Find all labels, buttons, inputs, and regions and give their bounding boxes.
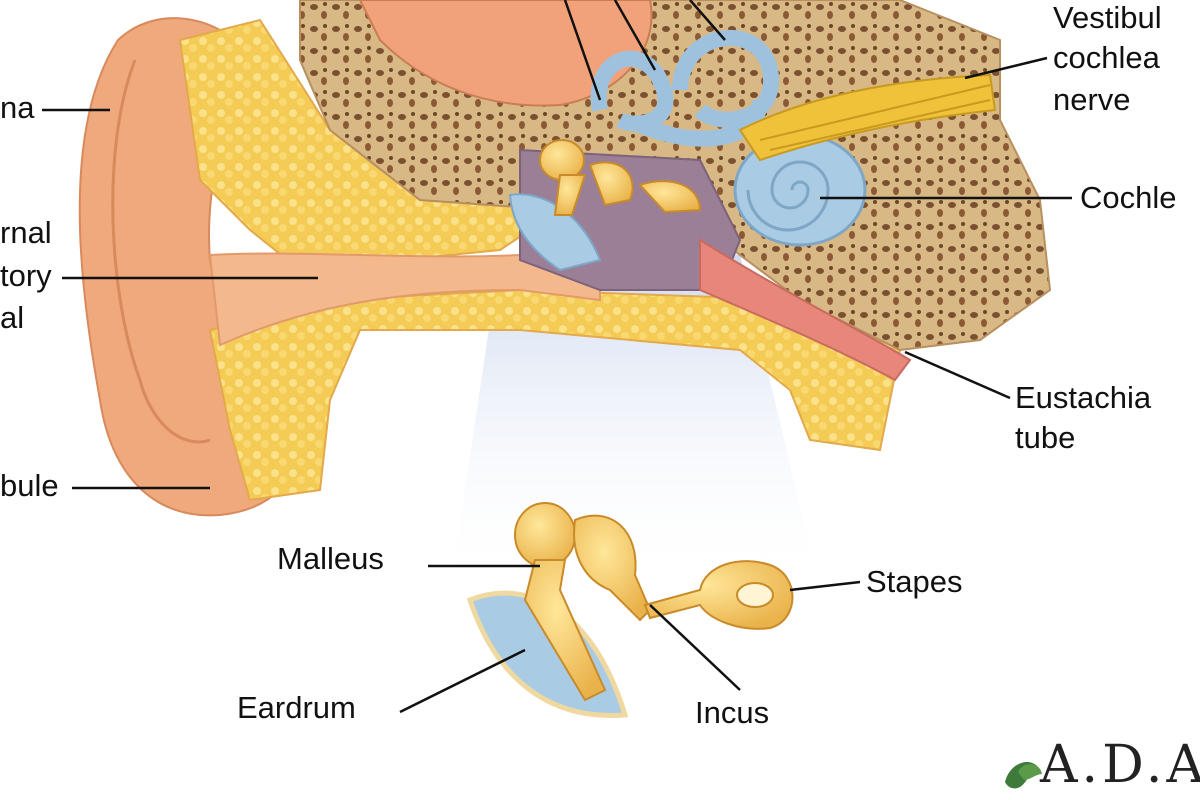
label-vestibulocochlear-nerve-line2: cochlea — [1053, 40, 1160, 75]
incus-bone — [573, 514, 652, 622]
brain-region — [358, 0, 653, 107]
label-vestibulocochlear-nerve-line1: Vestibul — [1053, 0, 1162, 35]
label-pinna: na — [0, 90, 35, 125]
ossicle-chain-enlarged — [466, 502, 794, 719]
external-auditory-canal — [208, 252, 601, 347]
label-vestibulocochlear-nerve-line3: nerve — [1053, 82, 1131, 117]
canal-wall-lower — [208, 288, 902, 502]
leaf-icon — [1005, 762, 1042, 789]
label-malleus: Malleus — [277, 541, 384, 576]
label-external-auditory-canal-line1: rnal — [0, 215, 52, 250]
label-eustachian-tube-line1: Eustachia — [1015, 380, 1152, 415]
malleus-head — [514, 502, 576, 568]
nerve-bundle — [738, 73, 997, 162]
malleus-handle — [523, 559, 607, 702]
stapes-bone — [643, 560, 794, 630]
eustachian-tube-shape — [699, 238, 912, 382]
label-eustachian-tube-line2: tube — [1015, 420, 1076, 455]
label-incus: Incus — [695, 695, 770, 730]
label-eardrum: Eardrum — [237, 690, 356, 725]
label-lobule: bule — [0, 468, 59, 503]
label-external-auditory-canal-line3: al — [0, 300, 25, 335]
label-cochlea: Cochle — [1080, 180, 1177, 215]
label-stapes: Stapes — [866, 564, 963, 599]
ada-logo-text: A.D.A — [1040, 735, 1200, 795]
semicircular-canals — [590, 30, 780, 147]
pinna-fold — [111, 59, 211, 444]
label-external-auditory-canal-line2: tory — [0, 258, 52, 293]
eardrum-in-situ — [508, 193, 602, 272]
leader-lines — [42, 0, 1072, 714]
ossicles-in-situ — [539, 139, 702, 216]
ada-logo — [1005, 762, 1042, 789]
